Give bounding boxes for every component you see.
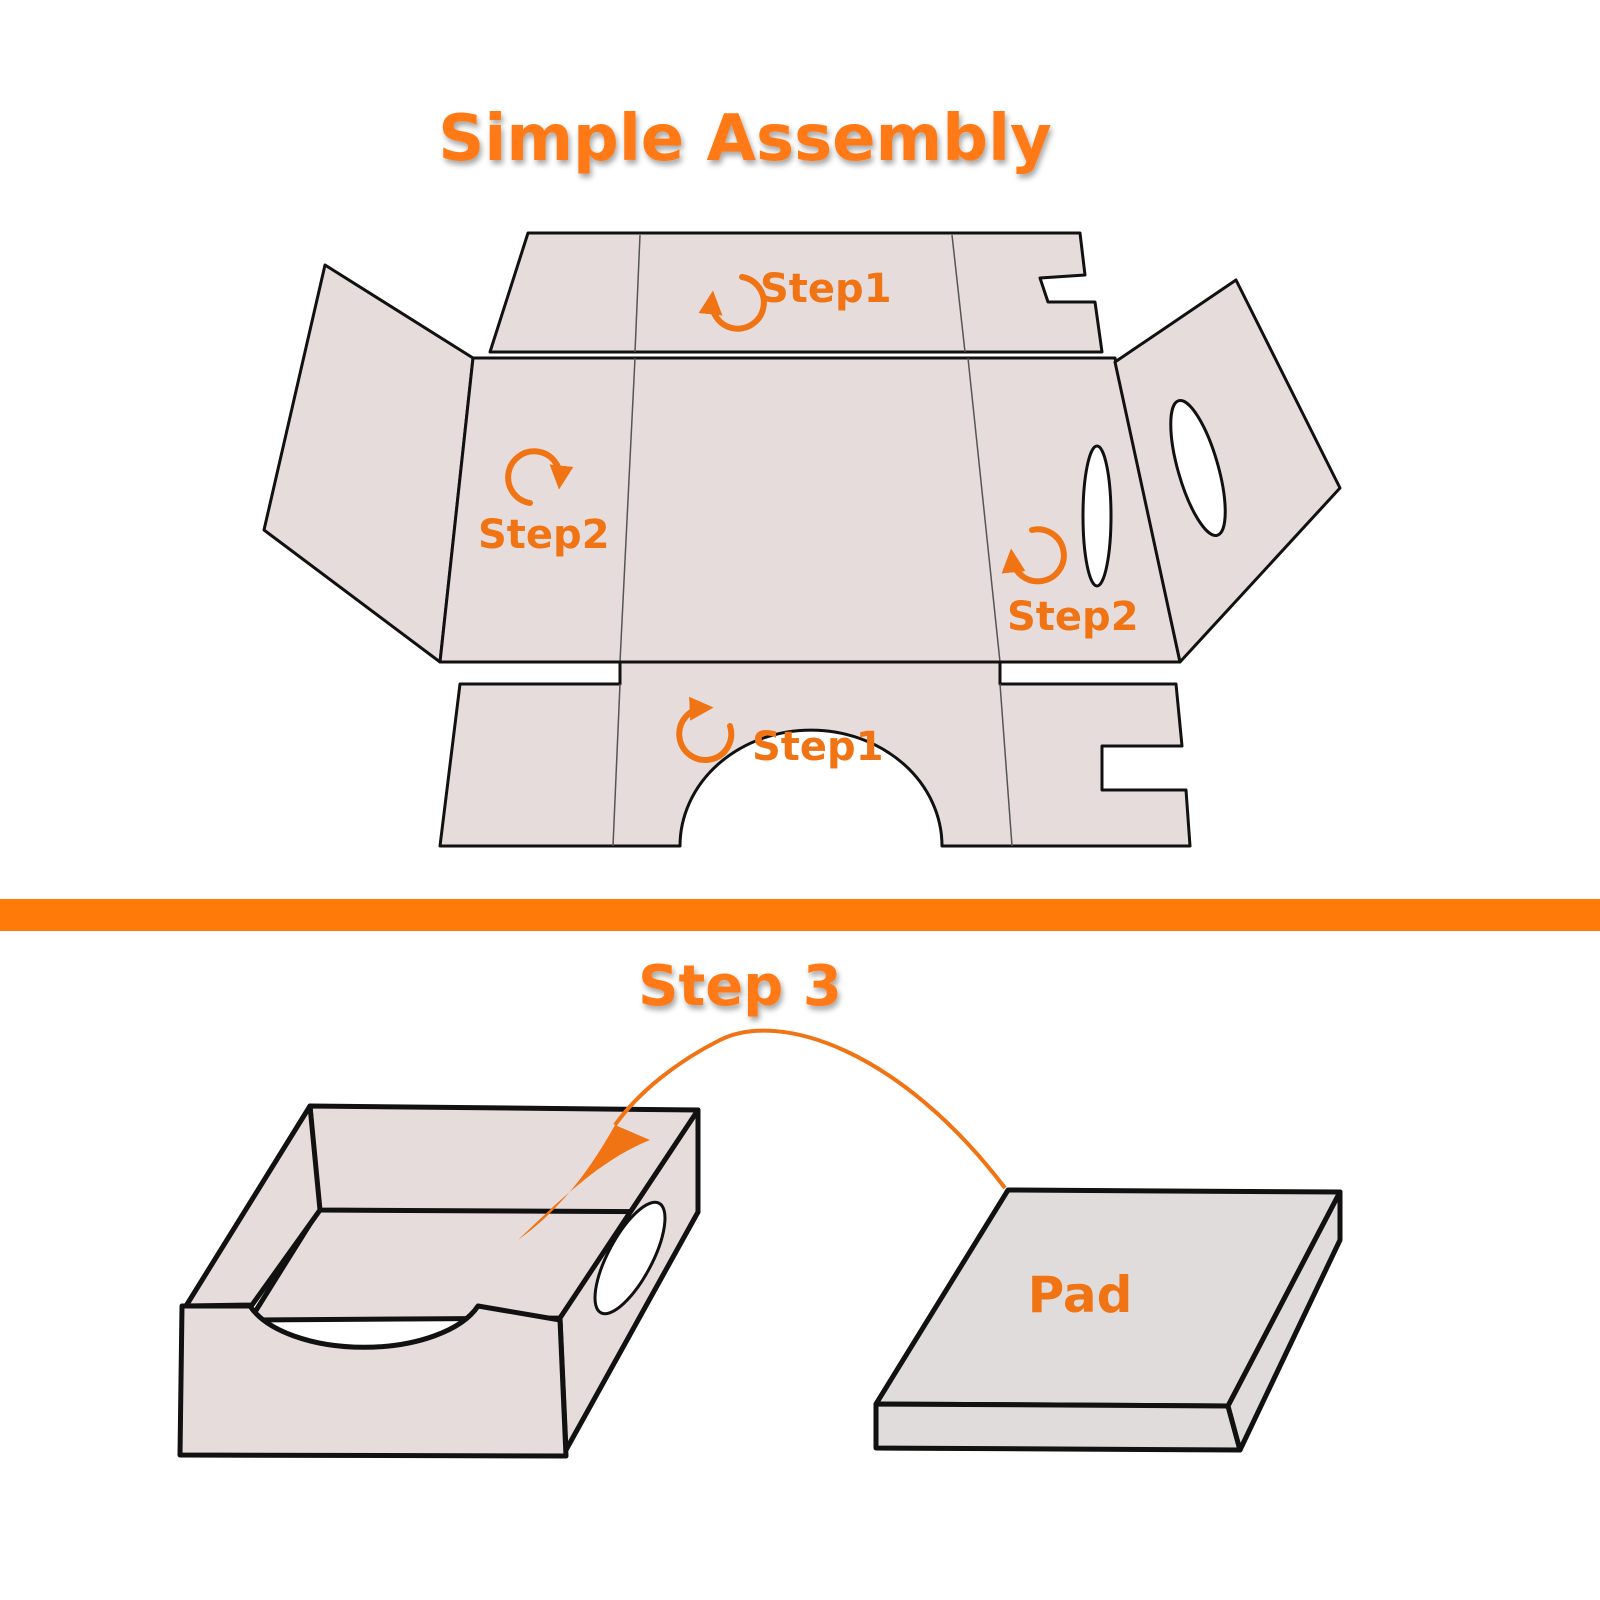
pad — [873, 1187, 1343, 1453]
step1-bottom-label: Step1 — [752, 724, 884, 770]
rotate-arrow-icon — [1001, 526, 1067, 585]
top-flap — [488, 231, 1104, 354]
hand-hole-right — [1169, 398, 1227, 538]
step2-right-label: Step2 — [1007, 594, 1139, 640]
section-divider — [0, 899, 1600, 931]
step1-top-label: Step1 — [760, 266, 892, 312]
rotate-arrow-icon — [698, 274, 767, 332]
left-wing — [262, 263, 475, 664]
right-wing — [1113, 278, 1342, 664]
hand-hole-left — [1081, 444, 1113, 588]
step2-left-label: Step2 — [478, 512, 610, 558]
pad-label: Pad — [1028, 1266, 1133, 1324]
assembled-box — [177, 1103, 701, 1459]
page-title: Simple Assembly — [438, 102, 1051, 176]
rotate-arrow-icon — [505, 448, 574, 506]
step3-title: Step 3 — [638, 954, 842, 1019]
flat-template — [262, 231, 1342, 848]
curved-arrow-icon — [518, 1125, 650, 1240]
rotate-arrow-icon — [676, 696, 735, 763]
